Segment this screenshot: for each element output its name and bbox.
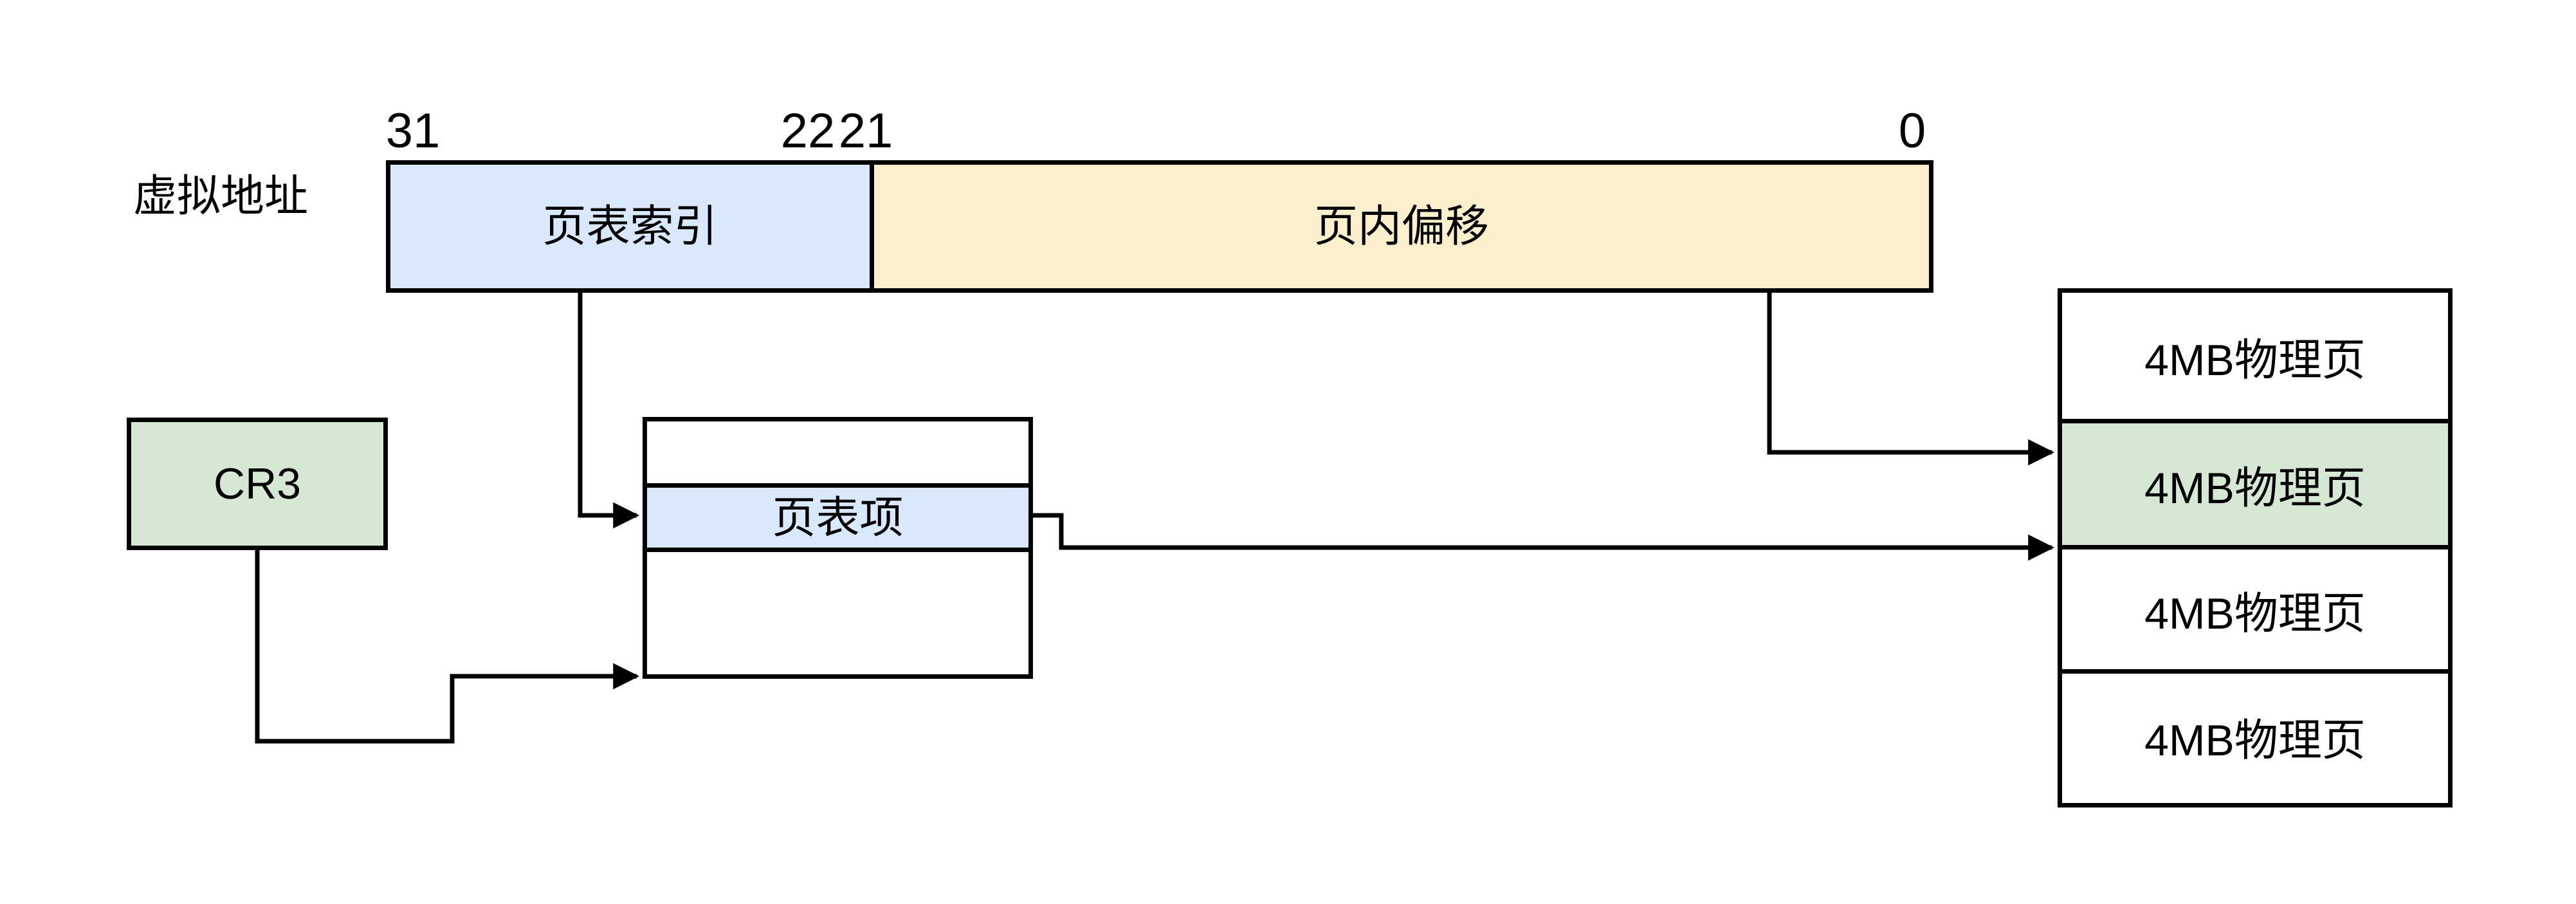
virtual-address-caption: 虚拟地址 [132, 172, 309, 221]
physical-page-label: 4MB物理页 [2144, 464, 2366, 513]
physical-page-label: 4MB物理页 [2144, 335, 2366, 385]
page-table-box: 页表项 [643, 417, 1033, 679]
page-offset-label: 页内偏移 [1313, 202, 1489, 251]
bit-label-0: 0 [1898, 104, 1926, 158]
physical-page-row: 4MB物理页 [2062, 549, 2448, 674]
arrow-entry-to-page [1033, 513, 2055, 561]
physical-page-row: 4MB物理页 [2062, 674, 2448, 798]
bit-label-21: 21 [838, 104, 893, 158]
page-table-entry-row: 页表项 [647, 483, 1028, 552]
virtual-address-box: 页表索引 页内偏移 [386, 160, 1933, 293]
bit-label-22: 22 [780, 104, 836, 158]
page-table-index-label: 页表索引 [542, 202, 718, 251]
physical-page-row-highlighted: 4MB物理页 [2062, 419, 2448, 549]
bit-label-31: 31 [385, 104, 441, 158]
arrow-offset-to-page [1767, 293, 2055, 466]
page-table-row-empty-top [647, 421, 1028, 483]
physical-page-label: 4MB物理页 [2144, 715, 2366, 765]
arrow-index-to-entry [578, 293, 640, 529]
physical-page-row: 4MB物理页 [2062, 293, 2448, 419]
physical-page-label: 4MB物理页 [2144, 589, 2366, 638]
page-table-index-field: 页表索引 [390, 165, 874, 288]
page-offset-field: 页内偏移 [874, 165, 1929, 288]
cr3-register-box: CR3 [127, 418, 388, 550]
page-table-entry-label: 页表项 [772, 493, 904, 542]
arrow-cr3-to-table [255, 550, 640, 744]
page-table-row-empty-bottom [647, 552, 1028, 670]
physical-memory-column: 4MB物理页 4MB物理页 4MB物理页 4MB物理页 [2058, 288, 2453, 807]
cr3-label: CR3 [213, 459, 302, 508]
